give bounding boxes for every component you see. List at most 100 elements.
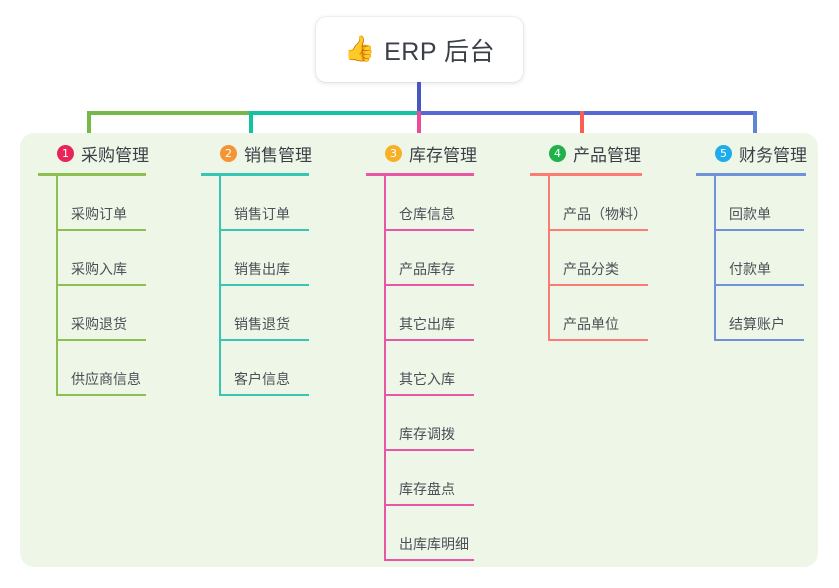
leaf-item-label: 回款单 [729,206,771,222]
leaf-underline [384,284,474,286]
branch-spine [384,176,386,561]
leaf-item[interactable]: 产品（物料） [530,176,648,231]
branch-underline [530,173,642,176]
leaf-item[interactable]: 其它入库 [366,341,477,396]
leaf-underline [219,284,309,286]
root-trunk-connector [417,82,421,113]
leaf-item-label: 结算账户 [729,316,785,332]
connector-bar-teal [250,111,419,115]
leaf-item-label: 产品库存 [399,261,455,277]
branch-title: 库存管理 [409,145,477,165]
leaf-underline [714,284,804,286]
leaf-underline [56,229,146,231]
leaf-item-label: 采购退货 [71,316,127,332]
leaf-item-label: 其它入库 [399,371,455,387]
connector-stub-4 [580,111,584,138]
leaf-underline [56,394,146,396]
branch-title: 财务管理 [739,145,807,165]
leaf-item[interactable]: 产品分类 [530,231,648,286]
leaf-item-label: 采购订单 [71,206,127,222]
leaf-item[interactable]: 客户信息 [201,341,312,396]
leaf-item-label: 其它出库 [399,316,455,332]
connector-stub-5 [753,111,757,138]
leaf-underline [384,559,474,561]
leaf-underline [219,394,309,396]
leaf-underline [714,229,804,231]
thumbs-up-icon: 👍 [343,35,376,63]
branch-column-5: 5 财务管理回款单付款单结算账户 [696,140,807,341]
leaf-item[interactable]: 销售退货 [201,286,312,341]
branch-spine [56,176,58,396]
leaf-underline [548,229,648,231]
root-node-label: ERP 后台 [384,37,496,66]
leaf-underline [548,284,648,286]
branch-number-badge: 2 [220,144,237,162]
leaf-underline [56,284,146,286]
branch-underline [38,173,146,176]
leaf-item-label: 库存盘点 [399,481,455,497]
leaf-item-label: 销售订单 [234,206,290,222]
leaf-item[interactable]: 回款单 [696,176,807,231]
leaf-item[interactable]: 出库库明细 [366,506,477,561]
leaf-item-label: 客户信息 [234,371,290,387]
branch-underline [366,173,474,176]
leaf-item-label: 产品单位 [563,316,619,332]
leaf-item[interactable]: 采购入库 [38,231,149,286]
leaf-item-label: 供应商信息 [71,371,141,387]
connector-bar-green [87,111,252,115]
connector-stub-1 [87,111,91,138]
leaf-underline [548,339,648,341]
leaf-underline [384,339,474,341]
mindmap-panel [20,133,818,567]
leaf-item[interactable]: 采购退货 [38,286,149,341]
leaf-underline [384,394,474,396]
leaf-item[interactable]: 库存调拨 [366,396,477,451]
leaf-item[interactable]: 销售出库 [201,231,312,286]
leaf-item[interactable]: 仓库信息 [366,176,477,231]
branch-leaf-list: 回款单付款单结算账户 [696,176,807,341]
leaf-item[interactable]: 产品库存 [366,231,477,286]
leaf-item[interactable]: 采购订单 [38,176,149,231]
leaf-item-label: 采购入库 [71,261,127,277]
leaf-item[interactable]: 供应商信息 [38,341,149,396]
leaf-underline [219,229,309,231]
leaf-item-label: 销售退货 [234,316,290,332]
branch-number-badge: 5 [715,144,732,162]
leaf-item[interactable]: 销售订单 [201,176,312,231]
branch-underline [696,173,806,176]
leaf-item-label: 产品分类 [563,261,619,277]
root-node[interactable]: 👍 ERP 后台 [316,17,523,82]
branch-number-badge: 1 [57,144,74,162]
leaf-item[interactable]: 库存盘点 [366,451,477,506]
leaf-item-label: 销售出库 [234,261,290,277]
branch-spine [219,176,221,396]
leaf-item[interactable]: 其它出库 [366,286,477,341]
leaf-underline [219,339,309,341]
connector-stub-3 [417,111,421,138]
leaf-underline [384,229,474,231]
leaf-item[interactable]: 产品单位 [530,286,648,341]
branch-header-5[interactable]: 5 财务管理 [696,140,807,166]
leaf-item[interactable]: 付款单 [696,231,807,286]
connector-bar-blue [417,111,757,115]
branch-title: 产品管理 [573,145,641,165]
leaf-underline [56,339,146,341]
leaf-item[interactable]: 结算账户 [696,286,807,341]
leaf-underline [384,449,474,451]
leaf-item-label: 仓库信息 [399,206,455,222]
leaf-underline [384,504,474,506]
leaf-item-label: 出库库明细 [399,536,469,552]
connector-stub-2 [249,111,253,138]
branch-leaf-list: 仓库信息产品库存其它出库其它入库库存调拨库存盘点出库库明细 [366,176,477,561]
branch-spine [714,176,716,341]
leaf-item-label: 库存调拨 [399,426,455,442]
leaf-underline [714,339,804,341]
